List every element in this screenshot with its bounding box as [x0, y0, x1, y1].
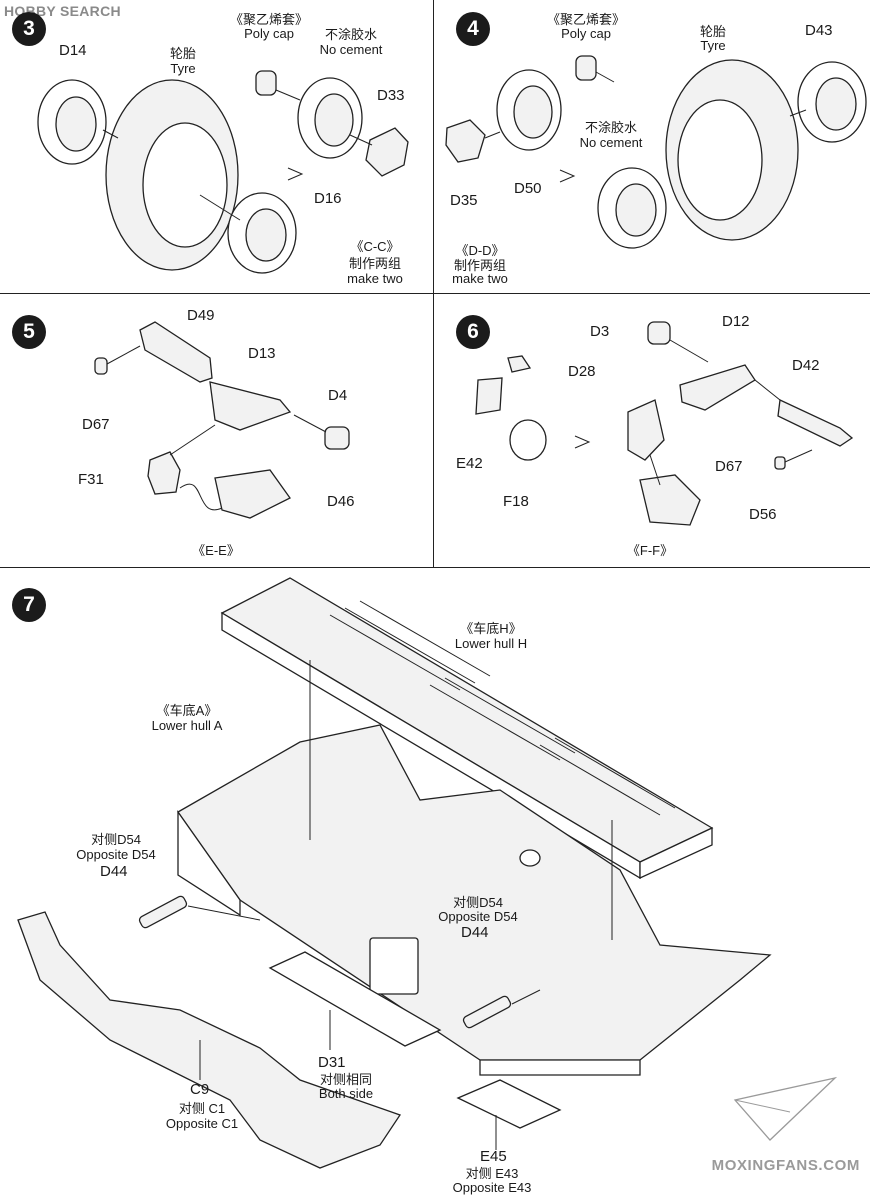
part-d43-label: D43: [805, 22, 833, 39]
hull-h-en: Lower hull H: [454, 636, 528, 651]
moxingfans-watermark: MOXINGFANS.COM: [711, 1157, 860, 1174]
part-f31-label: F31: [78, 471, 104, 488]
part-d33-label: D33: [377, 87, 405, 104]
part-d50-label: D50: [514, 180, 542, 197]
step7-drawing: [17, 577, 838, 1169]
part-d13-label: D13: [248, 345, 276, 362]
step3-make-cn: 制作两组: [348, 256, 402, 271]
opposite-d54-cn-right: 对侧D54: [453, 895, 503, 910]
part-d44-label-right: D44: [461, 924, 489, 941]
step-5-badge: 5: [12, 315, 46, 349]
step-7-badge: 7: [12, 588, 46, 622]
divider-row2: [0, 567, 870, 568]
step4-poly-en: Poly cap: [561, 26, 611, 41]
step3-poly-cn: 《聚乙烯套》: [229, 12, 309, 27]
step3-tyre-en: Tyre: [170, 61, 196, 76]
step4-nocement-cn: 不涂胶水: [584, 120, 638, 135]
divider-vertical: [433, 0, 434, 567]
step-4-badge: 4: [456, 12, 490, 46]
part-e42-label: E42: [456, 455, 483, 472]
step-3-badge: 3: [12, 12, 46, 46]
step4-poly-cn: 《聚乙烯套》: [546, 12, 626, 27]
part-d49-label: D49: [187, 307, 215, 324]
part-d31-label: D31: [318, 1054, 346, 1071]
part-d42-label: D42: [792, 357, 820, 374]
part-e45-label: E45: [480, 1148, 507, 1165]
step4-make-en: make two: [452, 271, 508, 286]
part-d28-label: D28: [568, 363, 596, 380]
opposite-c1-cn: 对侧 C1: [178, 1101, 226, 1116]
part-d3-label: D3: [590, 323, 610, 340]
step5-drawing: [94, 321, 350, 519]
step4-group-label: 《D-D》: [455, 243, 505, 258]
divider-row1: [0, 293, 870, 294]
hull-h-cn: 《车底H》: [460, 621, 522, 636]
step3-make-en: make two: [347, 271, 403, 286]
opposite-e43-en: Opposite E43: [452, 1180, 532, 1195]
part-d14-label: D14: [59, 42, 87, 59]
both-side-cn: 对侧相同: [319, 1072, 373, 1087]
step3-drawing: [37, 70, 409, 274]
step4-make-cn: 制作两组: [453, 258, 507, 273]
step3-poly-en: Poly cap: [244, 26, 294, 41]
part-d35-label: D35: [450, 192, 478, 209]
opposite-d54-en-right: Opposite D54: [438, 909, 518, 924]
hull-a-en: Lower hull A: [151, 718, 223, 733]
part-d4-label: D4: [328, 387, 348, 404]
opposite-c1-en: Opposite C1: [165, 1116, 239, 1131]
part-d46-label: D46: [327, 493, 355, 510]
step-6-badge: 6: [456, 315, 490, 349]
opposite-d54-cn-left: 对侧D54: [91, 832, 141, 847]
step4-drawing: [445, 55, 867, 249]
part-f18-label: F18: [503, 493, 529, 510]
step6-drawing: [475, 321, 854, 526]
part-d67-label-step6: D67: [715, 458, 743, 475]
step4-tyre-en: Tyre: [700, 38, 726, 53]
opposite-d54-en-left: Opposite D54: [76, 847, 156, 862]
step5-group-label: 《E-E》: [192, 543, 240, 558]
part-d44-label-left: D44: [100, 863, 128, 880]
part-d56-label: D56: [749, 506, 777, 523]
step4-tyre-cn: 轮胎: [699, 24, 727, 39]
step3-nocement-cn: 不涂胶水: [324, 27, 378, 42]
part-d67-label: D67: [82, 416, 110, 433]
both-side-en: Both side: [318, 1086, 374, 1101]
step3-tyre-cn: 轮胎: [169, 46, 197, 61]
step6-group-label: 《F-F》: [626, 543, 674, 558]
step3-group-label: 《C-C》: [350, 239, 400, 254]
step4-nocement-en: No cement: [579, 135, 643, 150]
part-c9-label: C9: [190, 1081, 210, 1098]
part-d12-label: D12: [722, 313, 750, 330]
opposite-e43-cn: 对侧 E43: [465, 1166, 519, 1181]
part-d16-label: D16: [314, 190, 342, 207]
step3-nocement-en: No cement: [319, 42, 383, 57]
hull-a-cn: 《车底A》: [156, 703, 218, 718]
